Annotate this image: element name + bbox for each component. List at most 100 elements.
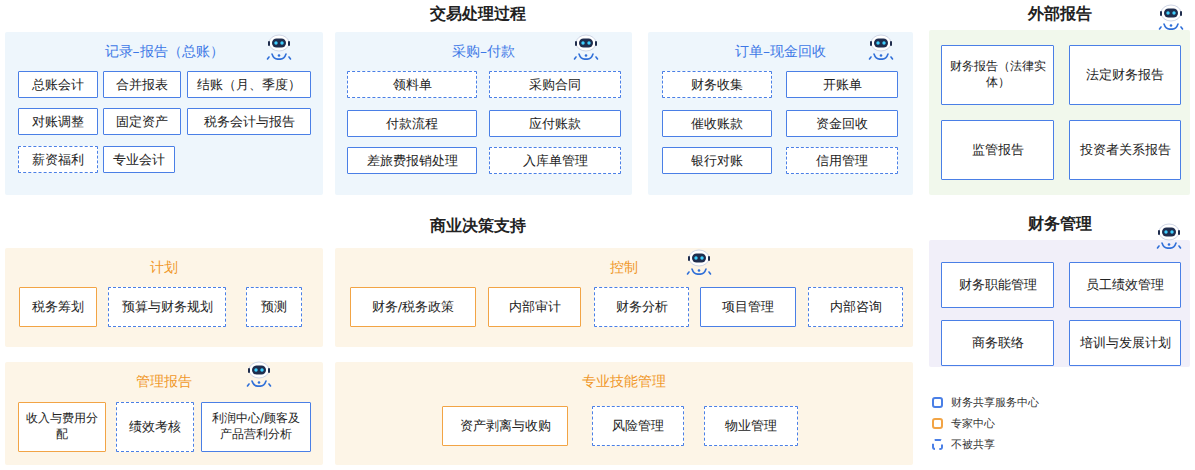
section-panel: 记录–报告（总账） 总账会计 合并报表结账（月、季度） 对账调整 固定资产 税务会计与报告… xyxy=(5,32,323,195)
box-label: 财务/税务政策 xyxy=(366,298,460,316)
process-box: 监管报告 xyxy=(941,120,1054,180)
box-label: 税务会计与报告 xyxy=(198,113,301,131)
panel-heading: 财务管理 xyxy=(929,214,1190,235)
process-box: 财务/税务政策 xyxy=(350,287,476,327)
process-box: 资产剥离与收购 xyxy=(442,406,568,446)
process-box: 差旅费报销处理 xyxy=(347,147,477,174)
process-box: 风险管理 xyxy=(592,406,684,446)
panel-heading: 控制 xyxy=(335,259,913,277)
process-box: 银行对账 xyxy=(662,147,772,174)
box-label: 领料单 xyxy=(387,76,438,94)
legend-text: 专家中心 xyxy=(951,416,995,431)
process-box: 物业管理 xyxy=(704,406,798,446)
box-label: 法定财务报告 xyxy=(1080,66,1170,84)
process-box: 投资者关系报告 xyxy=(1069,120,1181,180)
process-box: 财务报告（法律实体） xyxy=(941,45,1054,105)
section-panel: 计划税务筹划预算与财务规划预测 xyxy=(5,248,323,347)
box-label: 内部审计 xyxy=(503,298,567,316)
box-label: 固定资产 xyxy=(110,113,174,131)
box-label: 专业会计 xyxy=(107,151,171,169)
section-panel: 采购–付款领料单 采购合同付款流程 应付账款差旅费报销处理 入库单管理 xyxy=(335,32,632,195)
box-label: 催收账款 xyxy=(685,115,749,133)
process-box: 薪资福利 xyxy=(18,146,98,173)
process-box: 财务分析 xyxy=(594,287,689,327)
process-box: 预测 xyxy=(246,287,302,327)
box-label: 收入与费用分配 xyxy=(19,411,105,443)
section-panel: 订单–现金回收财务收集 开账单催收账款 资金回收银行对账 信用管理 xyxy=(648,32,913,195)
process-box: 财务收集 xyxy=(662,71,772,98)
box-label: 薪资福利 xyxy=(26,151,90,169)
panel-heading: 管理报告 xyxy=(5,373,323,391)
panel-heading: 采购–付款 xyxy=(335,43,632,61)
section-heading: 商业决策支持 xyxy=(430,216,526,237)
section-panel: 财务管理财务职能管理员工绩效管理商务联络培训与发展计划 xyxy=(929,240,1190,367)
box-label: 采购合同 xyxy=(523,76,587,94)
box-label: 内部咨询 xyxy=(824,298,888,316)
process-box: 信用管理 xyxy=(786,147,898,174)
box-label: 应付账款 xyxy=(523,115,587,133)
box-label: 培训与发展计划 xyxy=(1074,334,1177,352)
process-box: 结账（月、季度） xyxy=(187,71,311,98)
box-label: 资产剥离与收购 xyxy=(454,417,557,435)
section-heading: 交易处理过程 xyxy=(430,4,526,25)
process-box: 采购合同 xyxy=(489,71,621,98)
box-label: 预算与财务规划 xyxy=(116,298,219,316)
box-label: 财务分析 xyxy=(610,298,674,316)
process-box: 资金回收 xyxy=(786,110,898,137)
section-panel: 控制财务/税务政策 内部审计 财务分析 项目管理 内部咨询 xyxy=(335,248,913,347)
panel-heading: 记录–报告（总账） xyxy=(5,43,323,61)
process-box: 税务筹划 xyxy=(19,287,97,327)
process-box: 内部咨询 xyxy=(808,287,903,327)
process-box: 应付账款 xyxy=(489,110,621,137)
box-label: 差旅费报销处理 xyxy=(361,152,464,170)
box-label: 员工绩效管理 xyxy=(1080,276,1170,294)
legend: 财务共享服务中心专家中心不被共享 xyxy=(932,392,1039,455)
box-label: 风险管理 xyxy=(606,417,670,435)
box-label: 对账调整 xyxy=(26,113,90,131)
box-label: 信用管理 xyxy=(810,152,874,170)
section-panel: 专业技能管理资产剥离与收购 风险管理 物业管理 xyxy=(335,362,913,465)
box-label: 结账（月、季度） xyxy=(191,76,307,94)
process-box: 催收账款 xyxy=(662,110,772,137)
legend-row: 财务共享服务中心 xyxy=(932,392,1039,413)
process-box: 专业会计 xyxy=(103,146,175,173)
box-label: 绩效考核 xyxy=(123,418,187,436)
box-label: 资金回收 xyxy=(810,115,874,133)
box-label: 财务职能管理 xyxy=(953,276,1043,294)
section-panel: 外部报告财务报告（法律实体）法定财务报告监管报告投资者关系报告 xyxy=(929,30,1190,195)
box-label: 合并报表 xyxy=(110,76,174,94)
panel-heading: 专业技能管理 xyxy=(335,373,913,391)
box-label: 入库单管理 xyxy=(517,152,594,170)
box-label: 监管报告 xyxy=(966,141,1030,159)
process-box: 领料单 xyxy=(347,71,477,98)
process-box: 项目管理 xyxy=(700,287,796,327)
process-box: 财务职能管理 xyxy=(941,262,1054,308)
process-box: 合并报表 xyxy=(103,71,181,98)
box-label: 利润中心/顾客及产品营利分析 xyxy=(202,411,310,443)
panel-heading: 订单–现金回收 xyxy=(648,43,913,61)
box-label: 预测 xyxy=(255,298,293,316)
box-label: 付款流程 xyxy=(380,115,444,133)
box-label: 财务收集 xyxy=(685,76,749,94)
box-label: 物业管理 xyxy=(719,417,783,435)
box-label: 总账会计 xyxy=(26,76,90,94)
process-box: 法定财务报告 xyxy=(1069,45,1181,105)
box-label: 商务联络 xyxy=(966,334,1030,352)
legend-text: 不被共享 xyxy=(951,437,995,452)
box-label: 税务筹划 xyxy=(26,298,90,316)
legend-row: 不被共享 xyxy=(932,434,1039,455)
process-box: 培训与发展计划 xyxy=(1069,320,1181,366)
panel-heading: 外部报告 xyxy=(929,4,1190,25)
box-label: 投资者关系报告 xyxy=(1074,141,1177,159)
section-panel: 管理报告收入与费用分配绩效考核利润中心/顾客及产品营利分析 xyxy=(5,362,323,465)
process-box: 付款流程 xyxy=(347,110,477,137)
legend-text: 财务共享服务中心 xyxy=(951,395,1039,410)
legend-swatch xyxy=(932,439,943,450)
process-box: 开账单 xyxy=(786,71,898,98)
process-box: 固定资产 xyxy=(103,108,181,135)
box-label: 项目管理 xyxy=(716,298,780,316)
legend-swatch xyxy=(932,397,943,408)
legend-row: 专家中心 xyxy=(932,413,1039,434)
process-box: 对账调整 xyxy=(18,108,98,135)
